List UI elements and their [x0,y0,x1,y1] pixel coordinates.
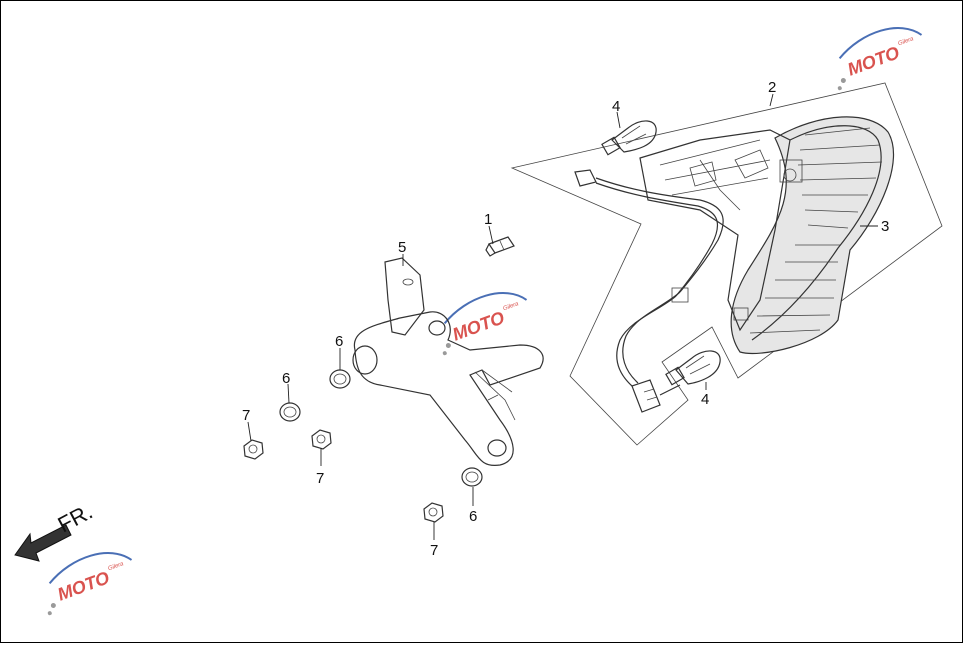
nut-3 [423,502,444,523]
watermark-sub-text: Gilera [502,301,520,312]
callout-2: 2 [768,79,776,96]
watermark-sub-text: Gilera [107,561,125,572]
callout-4-lower: 4 [701,391,709,408]
watermark-top-right: MOTO Gilera [837,27,923,91]
leader-lines [247,93,878,540]
callout-6-b: 6 [282,370,290,387]
nut-1 [243,439,264,460]
callout-6-a: 6 [335,333,343,350]
callout-1: 1 [484,211,492,228]
callout-4-upper: 4 [612,98,620,115]
callout-7-b: 7 [316,470,324,487]
wire-harness [574,169,749,413]
nut-2 [311,429,332,450]
callout-labels: 1 2 3 4 4 5 6 6 6 7 7 7 [242,79,889,559]
taillight-lens-housing [639,116,895,355]
washer-1 [329,369,351,389]
callout-5: 5 [398,239,406,256]
callout-3: 3 [881,218,889,235]
callout-6-c: 6 [469,508,477,525]
license-bracket [352,257,544,467]
assembly-boundary [510,82,943,446]
watermark-main-text: MOTO [845,42,902,79]
watermark-main-text: MOTO [450,307,507,344]
bulb-lower [665,350,721,386]
callout-7-a: 7 [242,407,250,424]
watermark-bottom-left: MOTO Gilera [47,552,133,616]
washer-3 [461,467,483,487]
front-direction-arrow: FR. [14,499,97,562]
watermark-sub-text: Gilera [897,36,915,47]
callout-7-c: 7 [430,542,438,559]
watermark-main-text: MOTO [55,567,112,604]
license-bulb [485,236,515,257]
washer-2 [279,402,301,422]
bulb-upper [601,120,657,156]
